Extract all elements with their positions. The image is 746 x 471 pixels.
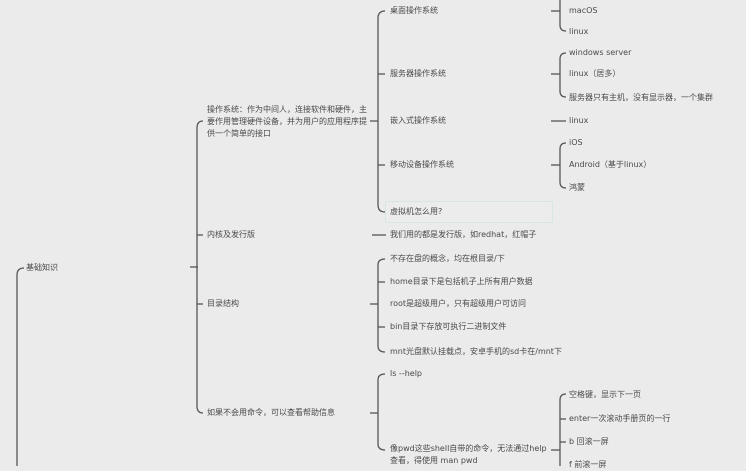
desktop-linux[interactable]: linux xyxy=(569,27,589,36)
mobile-android[interactable]: Android（基于linux） xyxy=(569,160,652,169)
server-note[interactable]: 服务器只有主机，没有显示器，一个集群 xyxy=(569,93,713,102)
kernel-note[interactable]: 我们用的都是发行版，如redhat，红帽子 xyxy=(390,230,537,239)
help-man-pwd[interactable]: 像pwd这些shell自带的命令，无法通过help查看，得使用 man pwd xyxy=(390,444,547,465)
selected-node-highlight xyxy=(385,201,553,223)
mobile-harmony[interactable]: 鸿蒙 xyxy=(569,183,585,192)
desktop-macos[interactable]: macOS xyxy=(569,6,598,15)
dir-mnt[interactable]: mnt光盘默认挂载点，安卓手机的sd卡在/mnt下 xyxy=(390,347,562,356)
mobile-ios[interactable]: iOS xyxy=(569,138,583,147)
os-desktop[interactable]: 桌面操作系统 xyxy=(390,6,438,15)
branch-help[interactable]: 如果不会用命令，可以查看帮助信息 xyxy=(207,408,335,417)
os-embedded[interactable]: 嵌入式操作系统 xyxy=(390,116,446,125)
dir-root[interactable]: root是超级用户，只有超级用户可访问 xyxy=(390,299,527,308)
man-space[interactable]: 空格键，显示下一页 xyxy=(569,390,641,399)
branch-kernel[interactable]: 内核及发行版 xyxy=(207,230,255,239)
os-vm[interactable]: 虚拟机怎么用? xyxy=(390,207,443,216)
dir-home[interactable]: home目录下是包括机子上所有用户数据 xyxy=(390,277,533,286)
branch-directory[interactable]: 目录结构 xyxy=(207,299,239,308)
server-linux[interactable]: linux（居多） xyxy=(569,69,621,78)
os-mobile[interactable]: 移动设备操作系统 xyxy=(390,160,454,169)
root-node[interactable]: 基础知识 xyxy=(26,263,58,272)
embedded-linux[interactable]: linux xyxy=(569,116,589,125)
branch-os[interactable]: 操作系统：作为中间人，连接软件和硬件，主要作用管理硬件设备，并为用户的应用程序提… xyxy=(207,105,367,138)
man-b[interactable]: b 回滚一屏 xyxy=(569,437,609,446)
man-f[interactable]: f 前滚一屏 xyxy=(569,460,607,469)
os-server[interactable]: 服务器操作系统 xyxy=(390,69,446,78)
man-enter[interactable]: enter一次滚动手册页的一行 xyxy=(569,414,671,423)
server-windows[interactable]: windows server xyxy=(569,48,632,57)
help-ls[interactable]: ls --help xyxy=(390,369,422,378)
dir-bin[interactable]: bin目录下存放可执行二进制文件 xyxy=(390,322,507,331)
dir-root-concept[interactable]: 不存在盘的概念，均在根目录/下 xyxy=(390,254,505,263)
